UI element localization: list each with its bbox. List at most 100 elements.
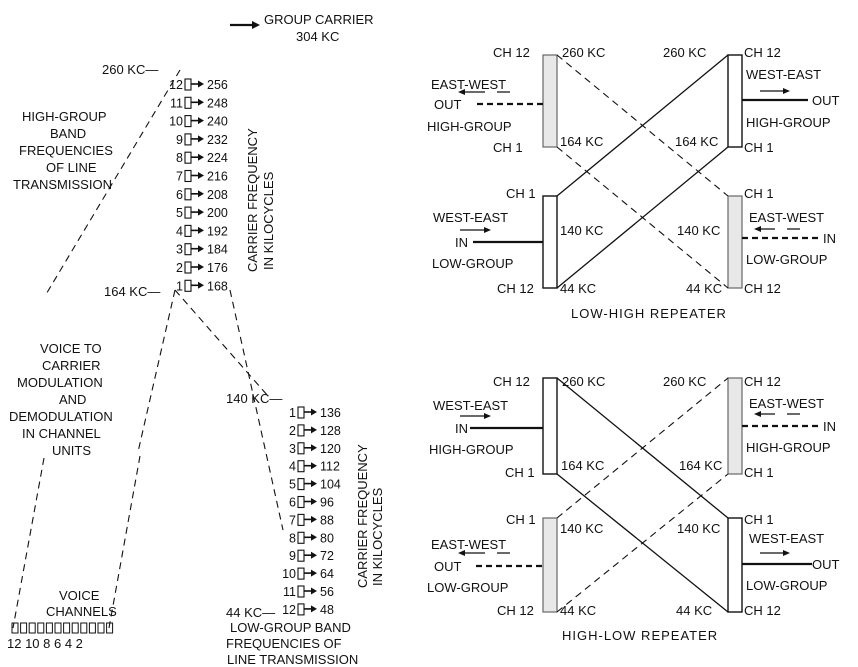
carrier-frequency: 168 [207,279,228,293]
voice-channel-box [80,622,88,634]
filter-box [542,517,558,613]
channel-label: CH 1 [506,512,536,527]
group-carrier: GROUP CARRIER 304 KC [230,12,374,44]
channel-number: 4 [289,460,296,474]
band-label-line: TRANSMISSION [13,177,112,192]
voice-channel-box [97,622,105,634]
arrow-right-icon [783,88,790,94]
channel-number: 5 [289,478,296,492]
channel-number: 8 [176,151,183,165]
arrow-right-icon [484,413,491,419]
channel-box [297,460,305,473]
channel-label: CH 1 [493,140,523,155]
frequency-label: 140 KC [677,223,720,238]
channel-number: 6 [176,188,183,202]
channel-label: CH 12 [744,45,781,60]
voice-channel-box [88,622,96,634]
group-label: LOW-GROUP [432,256,513,271]
arrowhead-icon [198,172,204,179]
arrowhead-icon [198,190,204,198]
channel-label: CH 1 [744,512,774,527]
channel-box [184,261,192,274]
channel-box [297,495,305,509]
channel-box [184,188,192,201]
channel-box [184,206,192,219]
frequency-label: 140 KC [677,521,720,536]
channel-box [297,585,305,598]
channel-box [184,96,192,109]
io-label: OUT [812,93,840,108]
carrier-frequency: 48 [320,603,334,617]
carrier-frequency: 104 [320,478,341,492]
low-group-bottom-frequency: 44 KC— [226,605,275,620]
channel-box [184,115,192,128]
frequency-label: 164 KC [560,134,603,149]
channel-label: CH 1 [505,465,535,480]
carrier-frequency: 224 [207,151,228,165]
carrier-frequency: 192 [207,224,228,238]
channel-box [297,442,305,455]
arrow-left-icon [458,89,465,95]
filter-box [542,195,558,289]
frequency-label: 44 KC [560,281,596,296]
band-label-line: FREQUENCIES [19,143,113,158]
direction-label: WEST-EAST [746,67,821,82]
carrier-frequency: 112 [320,460,340,474]
channel-box [184,133,192,146]
low-group-axis-label: CARRIER FREQUENCY [355,444,370,588]
group-carrier-label: GROUP CARRIER [264,12,374,27]
direction-label: WEST-EAST [433,398,508,413]
high-group-axis-unit: IN KILOCYCLES [261,171,276,270]
carrier-frequency: 200 [207,206,228,220]
channel-label: CH 1 [744,465,774,480]
io-label: IN [823,419,836,434]
filter-box [542,377,558,475]
voice-channel-box [11,622,19,634]
carrier-frequency: 176 [207,261,228,275]
carrier-frequency: 64 [320,567,334,581]
arrowhead-icon [311,533,317,541]
direction-label: WEST-EAST [433,210,508,225]
channel-number: 10 [282,567,296,581]
arrowhead-icon [198,245,204,253]
voice-channel-box [54,622,62,634]
group-label: HIGH-GROUP [746,115,831,130]
low-group-channel-row: 4 112 [289,460,340,474]
channel-box [297,549,305,562]
channel-box [297,513,305,526]
arrowhead-icon [311,462,317,470]
io-label: OUT [434,559,462,574]
low-group-band-label: LOW-GROUP BAND FREQUENCIES OF LINE TRANS… [226,620,358,667]
arrow-left-icon [754,226,761,232]
channel-number: 6 [289,496,296,510]
channel-box [184,279,192,292]
voice-channel-numbers: 12 10 8 6 4 2 [7,636,83,651]
arrowhead-icon [198,226,204,234]
channel-number: 4 [176,224,183,238]
frequency-label: 164 KC [679,458,722,473]
group-label: HIGH-GROUP [427,119,512,134]
frequency-label: 260 KC [562,374,605,389]
arrowhead-icon [198,153,204,161]
arrowhead-icon [311,515,317,523]
arrow-left-icon [458,550,465,556]
arrowhead-icon [198,80,204,88]
high-group-top-frequency: 260 KC— [102,62,158,77]
channel-label: CH 1 [744,186,774,201]
group-label: LOW-GROUP [746,578,827,593]
group-carrier-frequency: 304 KC [296,29,339,44]
high-group-connectors [12,69,284,629]
direction-label: EAST-WEST [749,210,824,225]
